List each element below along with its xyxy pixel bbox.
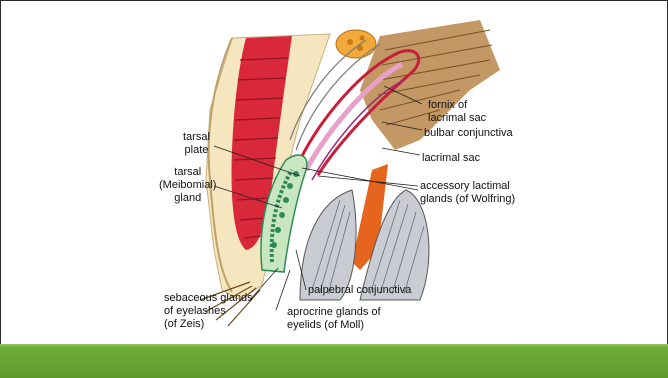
label-lacrimal-sac: lacrimal sac bbox=[422, 152, 480, 165]
label-bulbar-conjunctiva: bulbar conjunctiva bbox=[424, 127, 513, 140]
label-fornix: fornix of lacrimal sac bbox=[428, 99, 486, 125]
footer-bar bbox=[0, 346, 668, 378]
fat-lobule bbox=[336, 30, 376, 58]
label-palpebral-conjunctiva: palpebral conjunctiva bbox=[308, 284, 411, 297]
label-sebaceous-glands: sebaceous glands of eyelashes (of Zeis) bbox=[164, 292, 253, 331]
label-accessory-glands: accessory lactimal glands (of Wolfring) bbox=[420, 180, 515, 206]
label-apocrine-glands: aprocrine glands of eyelids (of Moll) bbox=[287, 306, 381, 332]
label-tarsal-gland: tarsal (Meibomial) gland bbox=[159, 166, 216, 205]
label-tarsal-plate: tarsal plate bbox=[183, 131, 210, 157]
